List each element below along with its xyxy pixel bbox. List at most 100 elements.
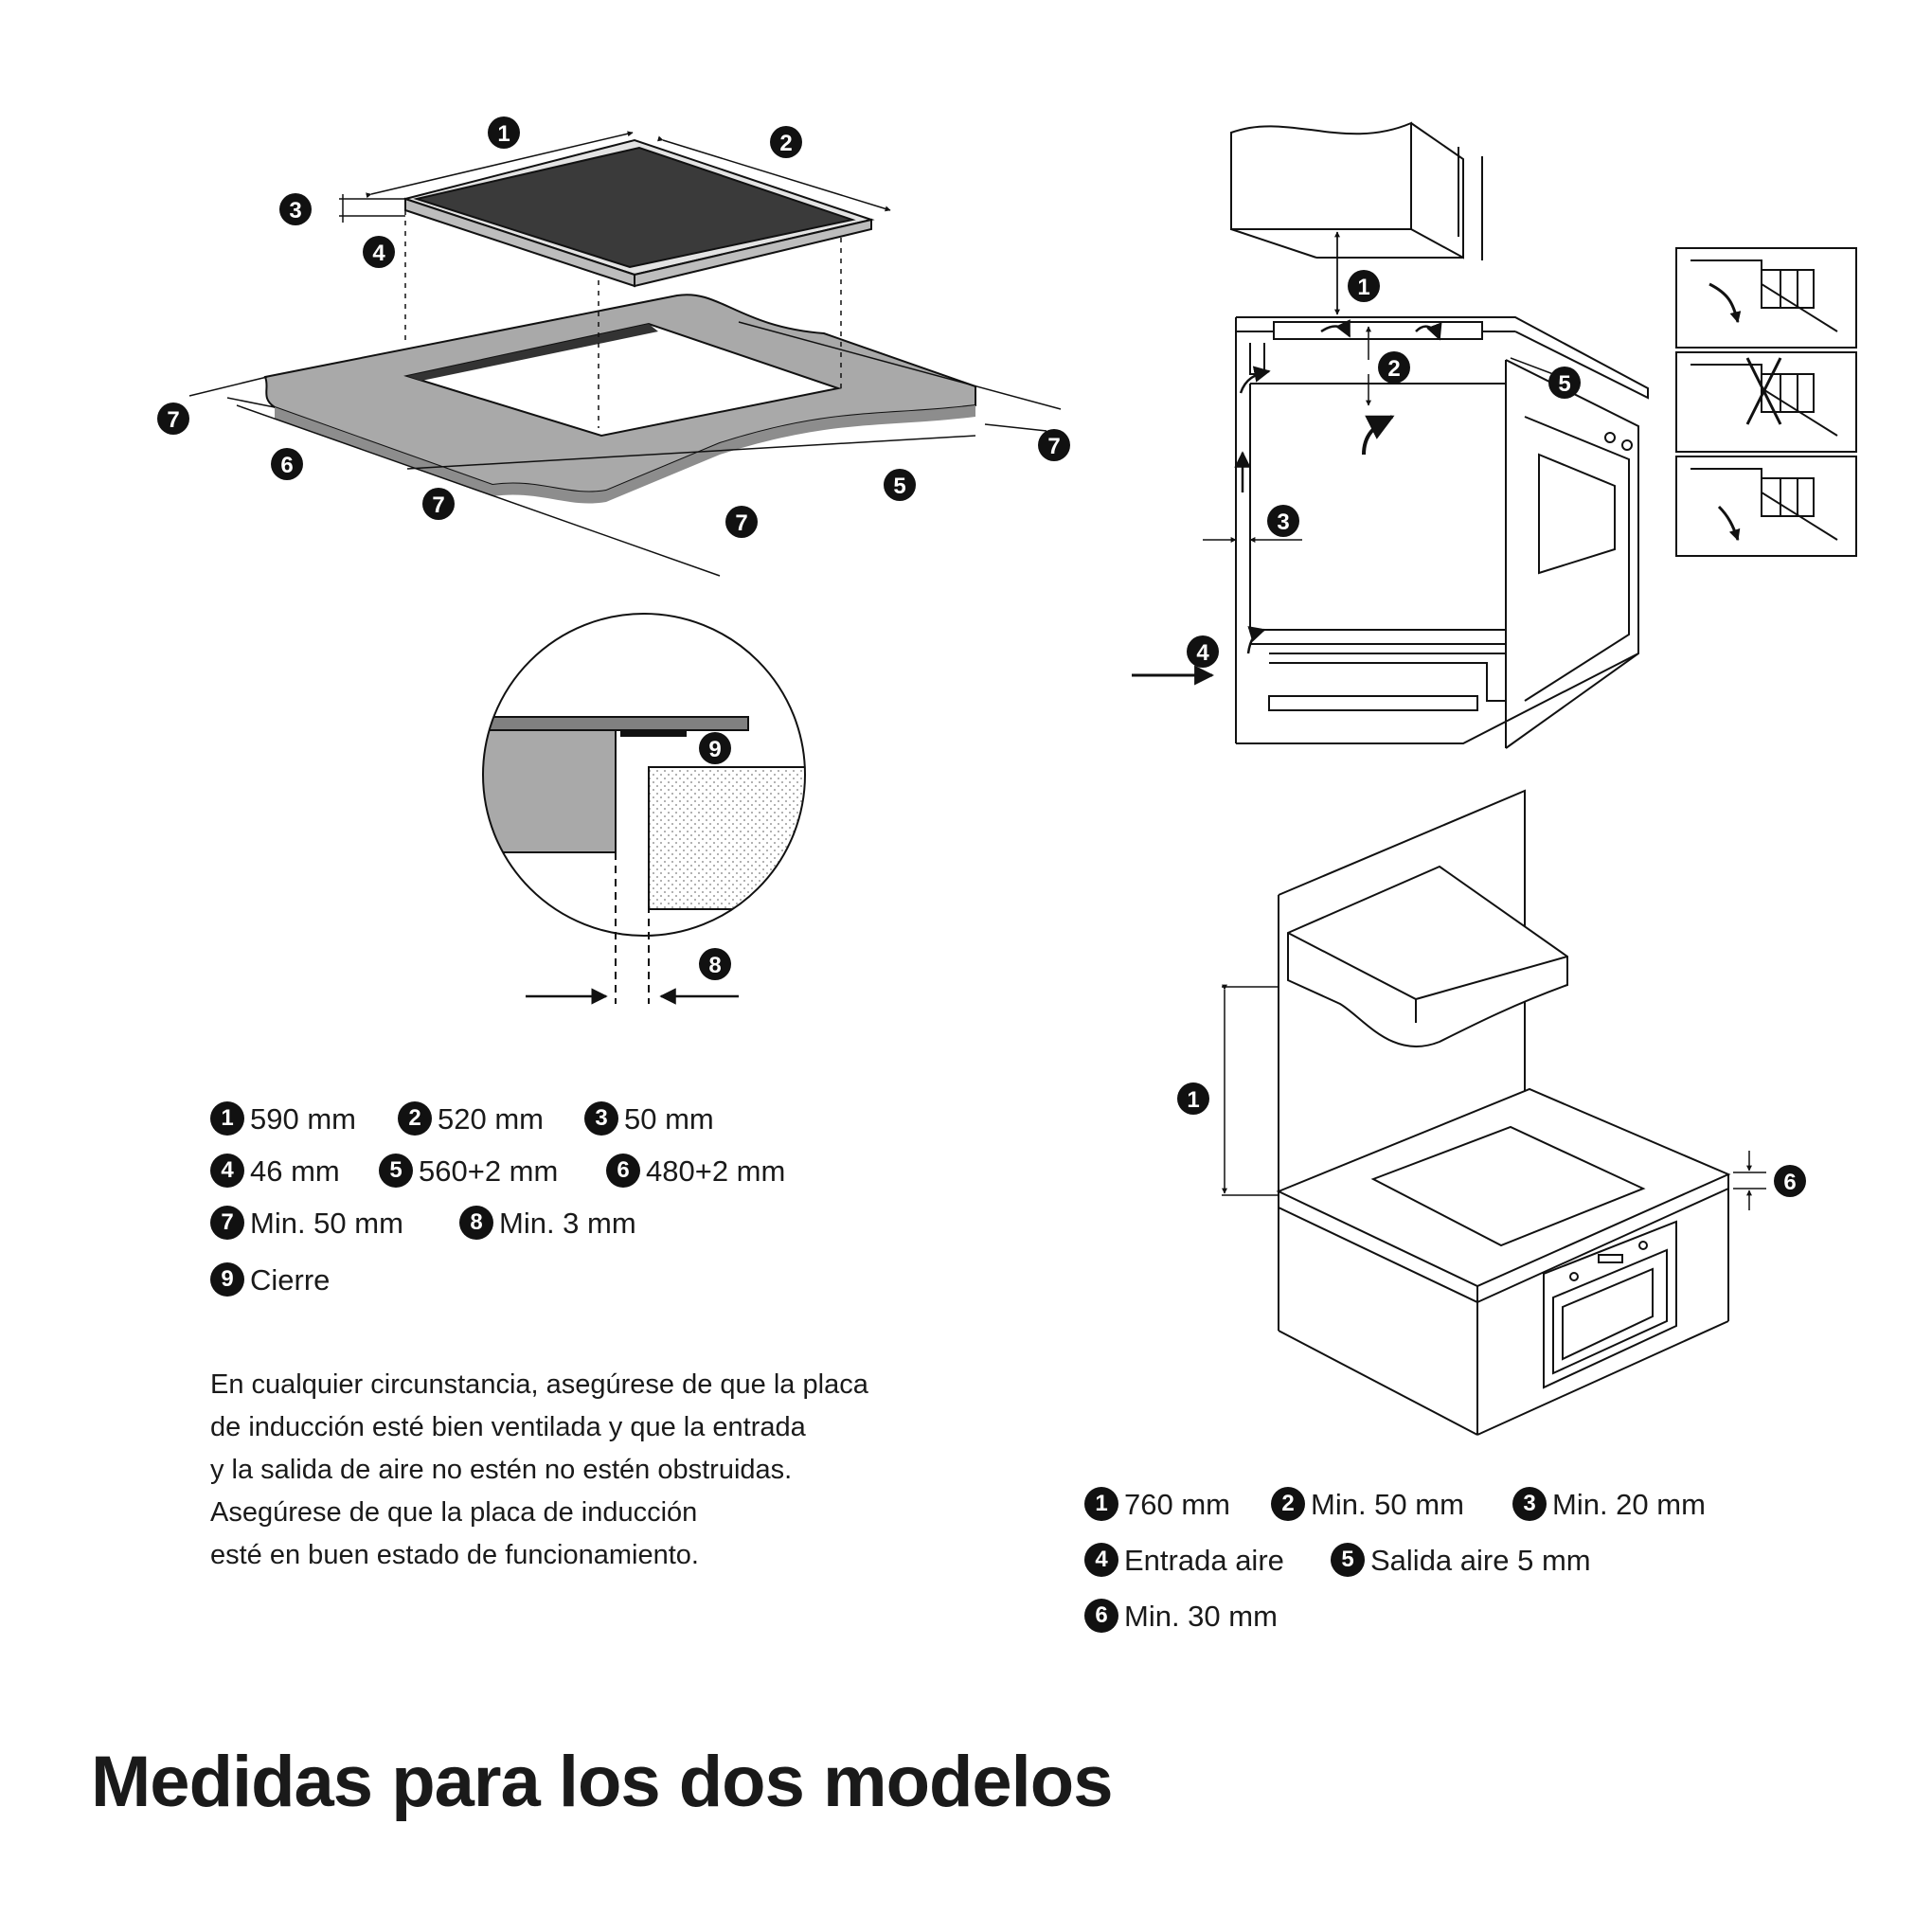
legend-text: 46 mm <box>250 1154 340 1188</box>
hood-clearance-diagram <box>1222 789 1766 1436</box>
callout-top-7d: 7 <box>725 506 758 538</box>
svg-text:1: 1 <box>497 121 510 147</box>
number-badge: 6 <box>606 1154 640 1188</box>
callout-vent-4: 4 <box>1187 635 1219 668</box>
number-badge: 3 <box>584 1101 618 1136</box>
hob-glass-top <box>1370 1125 1646 1247</box>
svg-text:7: 7 <box>735 510 747 536</box>
cabinet-wall <box>648 766 805 910</box>
number-badge: 4 <box>1084 1543 1118 1577</box>
number-badge: 4 <box>210 1154 244 1188</box>
callout-vent-5: 5 <box>1548 367 1581 399</box>
legend-text: 560+2 mm <box>419 1154 559 1188</box>
ventilation-note: En cualquier circunstancia, asegúrese de… <box>210 1364 987 1577</box>
number-badge: 5 <box>379 1154 413 1188</box>
callout-detail-9: 9 <box>699 732 731 764</box>
svg-text:3: 3 <box>1277 510 1289 535</box>
callout-vent-1: 1 <box>1348 270 1380 302</box>
legend-text: 760 mm <box>1124 1487 1230 1521</box>
vent-detail-box-3 <box>1675 456 1857 557</box>
legend-text: 520 mm <box>438 1101 544 1136</box>
number-badge: 2 <box>398 1101 432 1136</box>
callout-vent-3: 3 <box>1267 505 1299 537</box>
note-line: En cualquier circunstancia, asegúrese de… <box>210 1369 868 1400</box>
built-in-oven <box>1543 1220 1677 1389</box>
callout-detail-8: 8 <box>699 948 731 980</box>
legend-text: 590 mm <box>250 1101 356 1136</box>
number-badge: 2 <box>1271 1487 1305 1521</box>
number-badge: 1 <box>1084 1487 1118 1521</box>
svg-text:5: 5 <box>1558 371 1570 397</box>
ventilation-section-diagram <box>1132 121 1649 749</box>
legend-text: Min. 30 mm <box>1124 1599 1278 1633</box>
note-line: de inducción esté bien ventilada y que l… <box>210 1412 806 1442</box>
callout-top-6: 6 <box>271 448 303 480</box>
callout-top-5: 5 <box>884 469 916 501</box>
svg-text:2: 2 <box>779 131 792 156</box>
svg-text:4: 4 <box>372 241 385 266</box>
note-line: Asegúrese de que la placa de inducción <box>210 1497 698 1528</box>
legend-text: Min. 50 mm <box>250 1206 403 1240</box>
svg-text:1: 1 <box>1187 1087 1199 1113</box>
svg-text:8: 8 <box>708 953 721 978</box>
note-line: esté en buen estado de funcionamiento. <box>210 1540 699 1570</box>
callout-top-2: 2 <box>770 126 802 158</box>
legend-text: Min. 50 mm <box>1311 1487 1464 1521</box>
legend-text: Salida aire 5 mm <box>1370 1543 1591 1577</box>
legend-text: 50 mm <box>624 1101 714 1136</box>
diagram-callouts: 1 2 3 4 5 6 7 7 7 7 9 8 1 2 3 4 5 1 6 <box>157 116 1806 1197</box>
svg-text:7: 7 <box>167 407 179 433</box>
svg-text:2: 2 <box>1387 356 1400 382</box>
svg-text:1: 1 <box>1357 275 1369 300</box>
svg-text:7: 7 <box>1047 434 1060 459</box>
legend-text: Cierre <box>250 1262 331 1297</box>
note-line: y la salida de aire no estén no estén ob… <box>210 1455 793 1485</box>
edge-detail-diagram <box>482 613 806 1005</box>
callout-hood-1: 1 <box>1177 1082 1209 1115</box>
number-badge: 5 <box>1331 1543 1365 1577</box>
callout-hood-6: 6 <box>1774 1165 1806 1197</box>
number-badge: 1 <box>210 1101 244 1136</box>
seal-strip <box>620 730 687 737</box>
callout-top-7a: 7 <box>157 402 189 435</box>
hob-cutout-diagram <box>188 131 1062 577</box>
svg-text:5: 5 <box>893 474 905 499</box>
vent-detail-box-1 <box>1675 247 1857 349</box>
callout-top-3: 3 <box>279 193 312 225</box>
svg-text:7: 7 <box>432 492 444 518</box>
counter-top <box>1276 1087 1731 1288</box>
svg-text:6: 6 <box>280 453 293 478</box>
legend-text: 480+2 mm <box>646 1154 786 1188</box>
callout-top-4: 4 <box>363 236 395 268</box>
vent-detail-boxes <box>1675 247 1857 557</box>
number-badge: 8 <box>459 1206 493 1240</box>
number-badge: 3 <box>1512 1487 1547 1521</box>
svg-text:9: 9 <box>708 737 721 762</box>
upper-cabinet <box>1230 121 1412 230</box>
vent-detail-box-2 <box>1675 351 1857 453</box>
page-title: Medidas para los dos modelos <box>91 1742 1113 1822</box>
legend-text: Entrada aire <box>1124 1543 1284 1577</box>
svg-text:6: 6 <box>1783 1170 1796 1195</box>
callout-top-7c: 7 <box>422 488 455 520</box>
range-hood <box>1287 865 1568 1048</box>
number-badge: 9 <box>210 1262 244 1297</box>
svg-text:4: 4 <box>1196 640 1209 666</box>
legend-text: Min. 3 mm <box>499 1206 636 1240</box>
svg-text:3: 3 <box>289 198 301 224</box>
hob-edge <box>483 716 749 731</box>
